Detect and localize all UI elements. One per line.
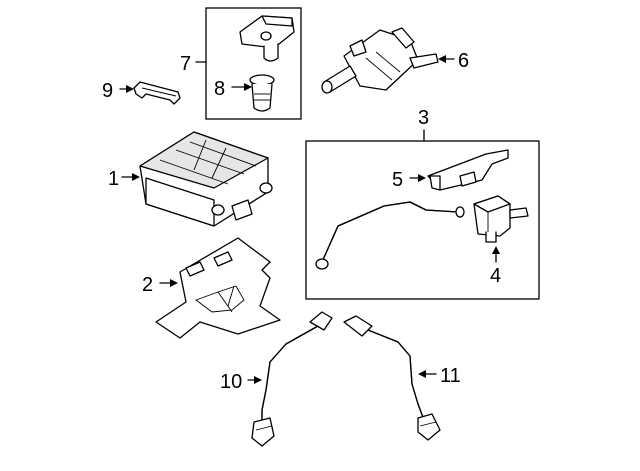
- callout-3: 3: [418, 107, 429, 129]
- vent-solenoid-sensor: [239, 15, 295, 62]
- oxygen-sensor-upstream: [251, 311, 333, 447]
- mounting-bracket: [427, 149, 509, 191]
- arrow-2: [170, 279, 178, 287]
- callout-11: 11: [440, 365, 461, 387]
- arrow-8: [244, 83, 252, 91]
- arrow-10: [254, 376, 262, 384]
- canister-shield: [155, 237, 281, 339]
- callout-10: 10: [220, 371, 242, 393]
- callout-9: 9: [102, 80, 113, 102]
- vent-valve: [473, 195, 529, 243]
- group-box-3: [305, 140, 540, 300]
- callout-6: 6: [458, 50, 469, 72]
- arrow-4: [492, 246, 500, 254]
- arrow-6: [438, 55, 446, 63]
- retainer-clip: [133, 81, 181, 105]
- arrow-9: [126, 85, 134, 93]
- vapor-canister: [139, 131, 273, 227]
- callout-7: 7: [180, 53, 191, 75]
- grommet-plug: [249, 74, 275, 112]
- callout-5: 5: [392, 169, 403, 191]
- callout-8: 8: [214, 78, 225, 100]
- arrow-11: [418, 370, 426, 378]
- arrow-1: [132, 173, 140, 181]
- vent-hose: [315, 201, 465, 270]
- callout-2: 2: [142, 274, 153, 296]
- callout-1: 1: [108, 168, 119, 190]
- group-box-7: [205, 7, 302, 120]
- oxygen-sensor-downstream: [343, 315, 441, 441]
- callout-4: 4: [490, 265, 501, 287]
- arrow-5: [418, 174, 426, 182]
- purge-valve: [321, 27, 439, 94]
